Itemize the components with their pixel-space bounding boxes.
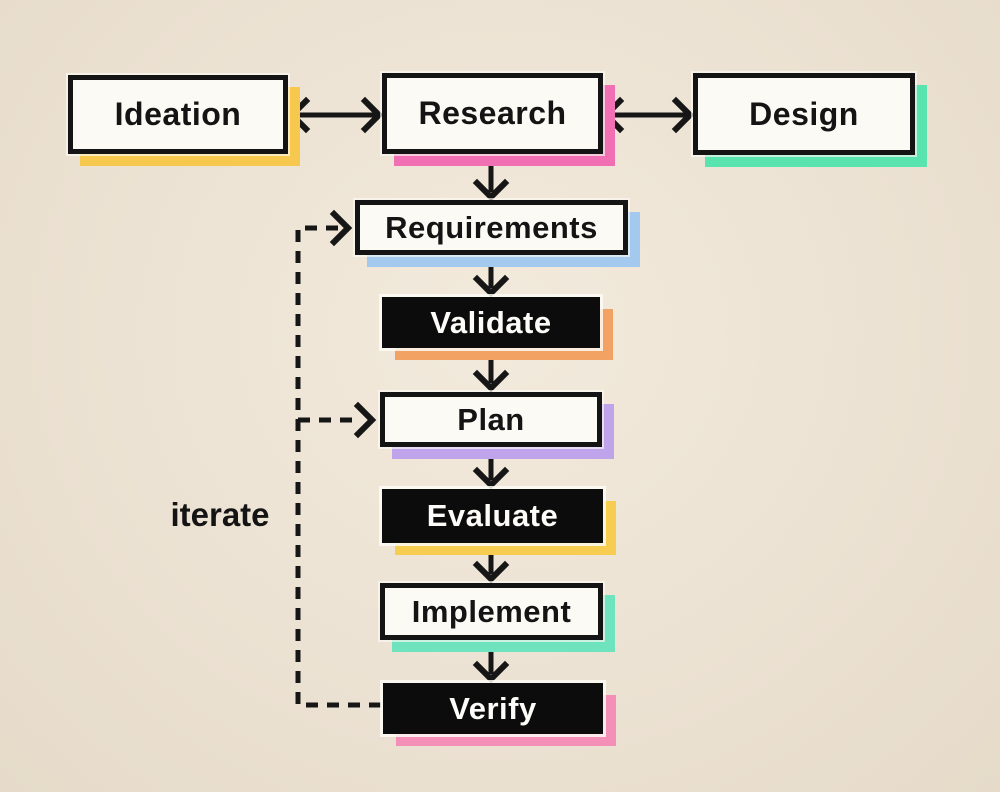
edge-verify-plan-dashed: [298, 401, 377, 439]
edge-validate-plan: [472, 350, 510, 393]
edge-verify-requirements-dashed: [295, 209, 381, 708]
node-requirements-label: Requirements: [385, 209, 598, 245]
iterate-loop-label: iterate: [170, 496, 270, 533]
node-design: Design: [693, 73, 915, 155]
node-ideation-label: Ideation: [114, 96, 242, 132]
node-evaluate: Evaluate: [382, 489, 603, 543]
edge-research-requirements: [472, 155, 510, 202]
edge-implement-verify: [472, 642, 510, 684]
node-validate-label: Validate: [430, 304, 552, 340]
edge-research-design: [601, 96, 695, 134]
edge-requirements-validate: [472, 257, 510, 298]
node-verify: Verify: [383, 683, 603, 734]
node-ideation: Ideation: [68, 75, 288, 154]
node-design-label: Design: [749, 95, 859, 132]
node-requirements: Requirements: [355, 200, 628, 255]
node-research: Research: [382, 73, 603, 154]
node-evaluate-label: Evaluate: [426, 498, 559, 533]
node-plan-label: Plan: [457, 401, 525, 437]
node-research-label: Research: [418, 95, 567, 131]
node-validate: Validate: [382, 297, 600, 348]
edge-plan-evaluate: [472, 449, 510, 490]
node-implement-label: Implement: [411, 593, 572, 629]
node-verify-label: Verify: [449, 690, 537, 726]
edge-evaluate-implement: [472, 545, 510, 584]
edge-ideation-research: [287, 96, 384, 134]
node-implement: Implement: [380, 583, 603, 640]
node-plan: Plan: [380, 392, 602, 447]
